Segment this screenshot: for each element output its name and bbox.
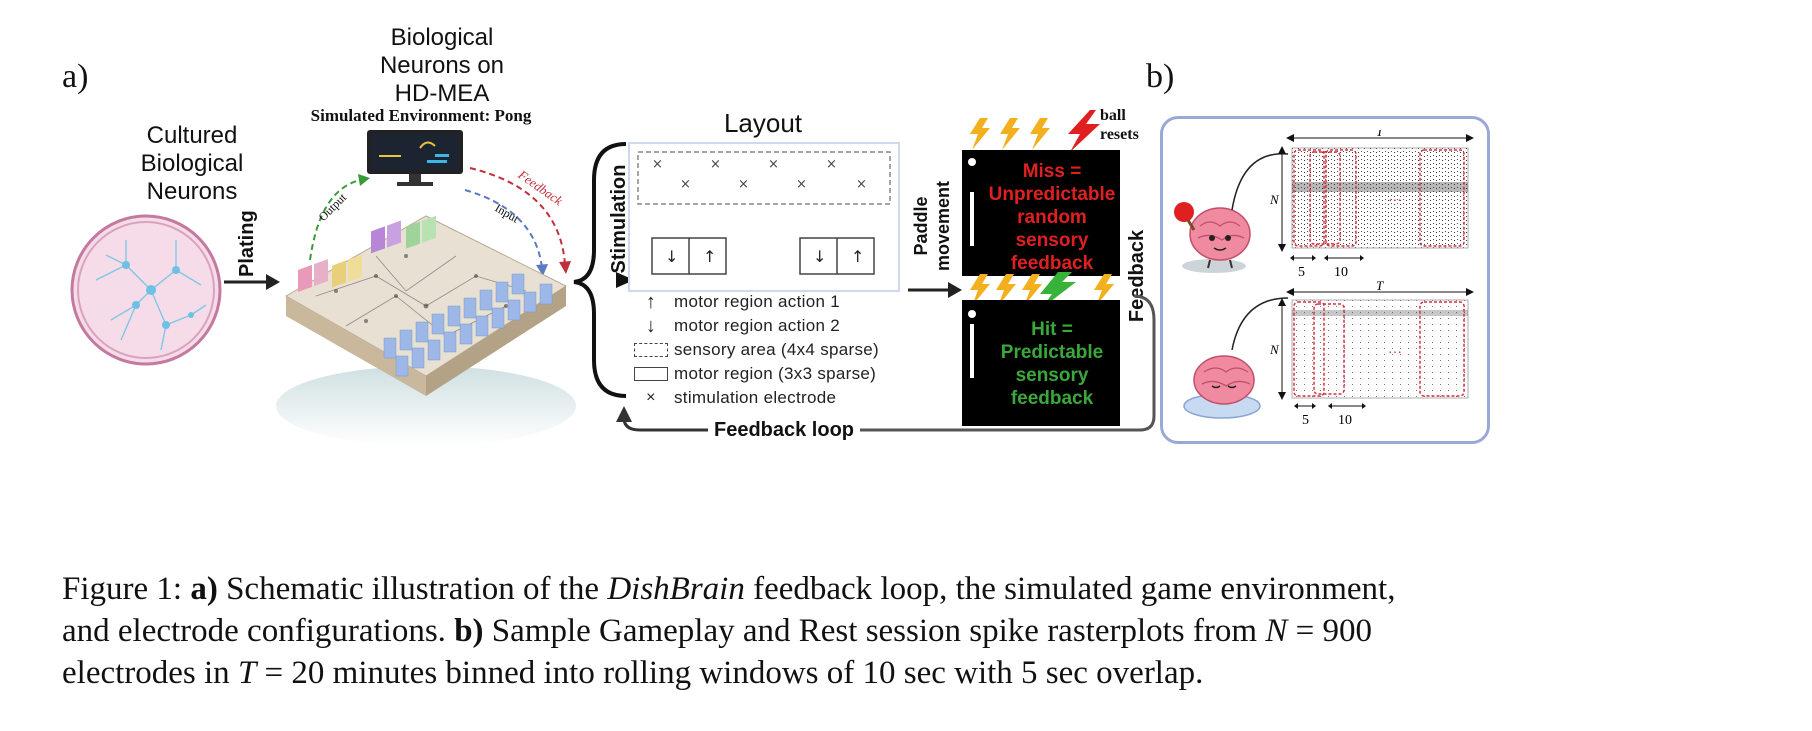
legend-item: motor region (3x3 sparse) (628, 362, 918, 386)
svg-text:↑: ↑ (703, 247, 716, 266)
svg-text:···: ··· (1388, 343, 1402, 359)
svg-text:10: 10 (1334, 265, 1348, 280)
feedback-loop-label: Feedback loop (713, 419, 855, 441)
miss-text: Miss = Unpredictable random sensory feed… (988, 161, 1116, 274)
plating-arrow (224, 274, 280, 290)
legend-item: ↑ motor region action 1 (628, 290, 918, 314)
T-label: T (1376, 130, 1384, 139)
svg-text:5: 5 (1298, 265, 1305, 280)
bio-neurons-label: Biological Neurons on HD-MEA (379, 24, 505, 107)
hit-text: Hit = Predictable sensory feedback (1000, 319, 1104, 409)
sim-env-label: Simulated Environment: Pong (310, 106, 532, 125)
N-label: N (1270, 342, 1280, 357)
T-label: T (1376, 278, 1384, 293)
layout-legend: ↑ motor region action 1 ↓ motor region a… (628, 290, 918, 410)
raster-plots: T ··· N 5 10 T ··· N 5 10 (1270, 130, 1474, 428)
cross-icon: × (646, 389, 656, 406)
svg-text:↓: ↓ (813, 247, 826, 266)
svg-text:×: × (826, 157, 837, 172)
paddle-movement-label: Paddle movement (911, 180, 953, 272)
dashed-box-icon (628, 343, 674, 357)
layout-title: Layout (723, 108, 803, 138)
svg-text:×: × (856, 177, 867, 192)
io-arrows (309, 167, 571, 276)
svg-text:↑: ↑ (851, 247, 864, 266)
lightning-icons-mid (970, 272, 1114, 308)
svg-text:×: × (680, 177, 691, 192)
legend-item: ↓ motor region action 2 (628, 314, 918, 338)
layout-grid: × × × × × × × × ↓ ↑ ↓ ↑ (637, 151, 891, 275)
ball-icon (968, 158, 976, 166)
plating-label: Plating (236, 210, 258, 277)
red-lightning-icon (1068, 110, 1100, 152)
stimulation-arrow (616, 272, 634, 288)
paddle-arrow (908, 282, 962, 298)
layout-box: × × × × × × × × ↓ ↑ ↓ ↑ (628, 142, 900, 292)
svg-text:×: × (738, 177, 749, 192)
ball-icon (968, 310, 976, 318)
petri-dish-image (70, 214, 222, 366)
game-screen-miss: Miss = Unpredictable random sensory feed… (962, 150, 1120, 276)
svg-text:↓: ↓ (665, 247, 678, 266)
monitor-icon (367, 130, 463, 186)
arrow-up-icon: ↑ (645, 290, 657, 313)
gaming-brain-icon (1174, 202, 1251, 273)
paddle-icon (970, 324, 974, 378)
svg-text:5: 5 (1302, 413, 1309, 428)
game-screen-hit: Hit = Predictable sensory feedback (962, 300, 1120, 426)
N-label: N (1270, 192, 1280, 207)
hd-mea-chip-image (276, 215, 576, 446)
cultured-label: Cultured Biological Neurons (140, 122, 244, 205)
solid-box-icon (628, 367, 674, 381)
svg-text:×: × (652, 157, 663, 172)
arrow-down-icon: ↓ (645, 314, 657, 337)
figure-caption: Figure 1: a) Schematic illustration of t… (62, 571, 1396, 691)
ball-resets-label: ball resets (1100, 107, 1139, 143)
lightning-icons-top (970, 118, 1050, 150)
svg-text:×: × (768, 157, 779, 172)
legend-item: × stimulation electrode (628, 386, 918, 410)
panel-b-label: b) (1146, 58, 1175, 95)
svg-text:10: 10 (1338, 413, 1352, 428)
svg-text:···: ··· (1388, 191, 1402, 207)
feedback-loop-arrow (616, 294, 1156, 432)
resting-brain-icon (1183, 355, 1261, 419)
stimulation-brace (573, 142, 627, 398)
svg-text:×: × (796, 177, 807, 192)
legend-item: sensory area (4x4 sparse) (628, 338, 918, 362)
panel-a-label: a) (62, 58, 89, 95)
svg-text:×: × (710, 157, 721, 172)
paddle-icon (970, 192, 974, 246)
